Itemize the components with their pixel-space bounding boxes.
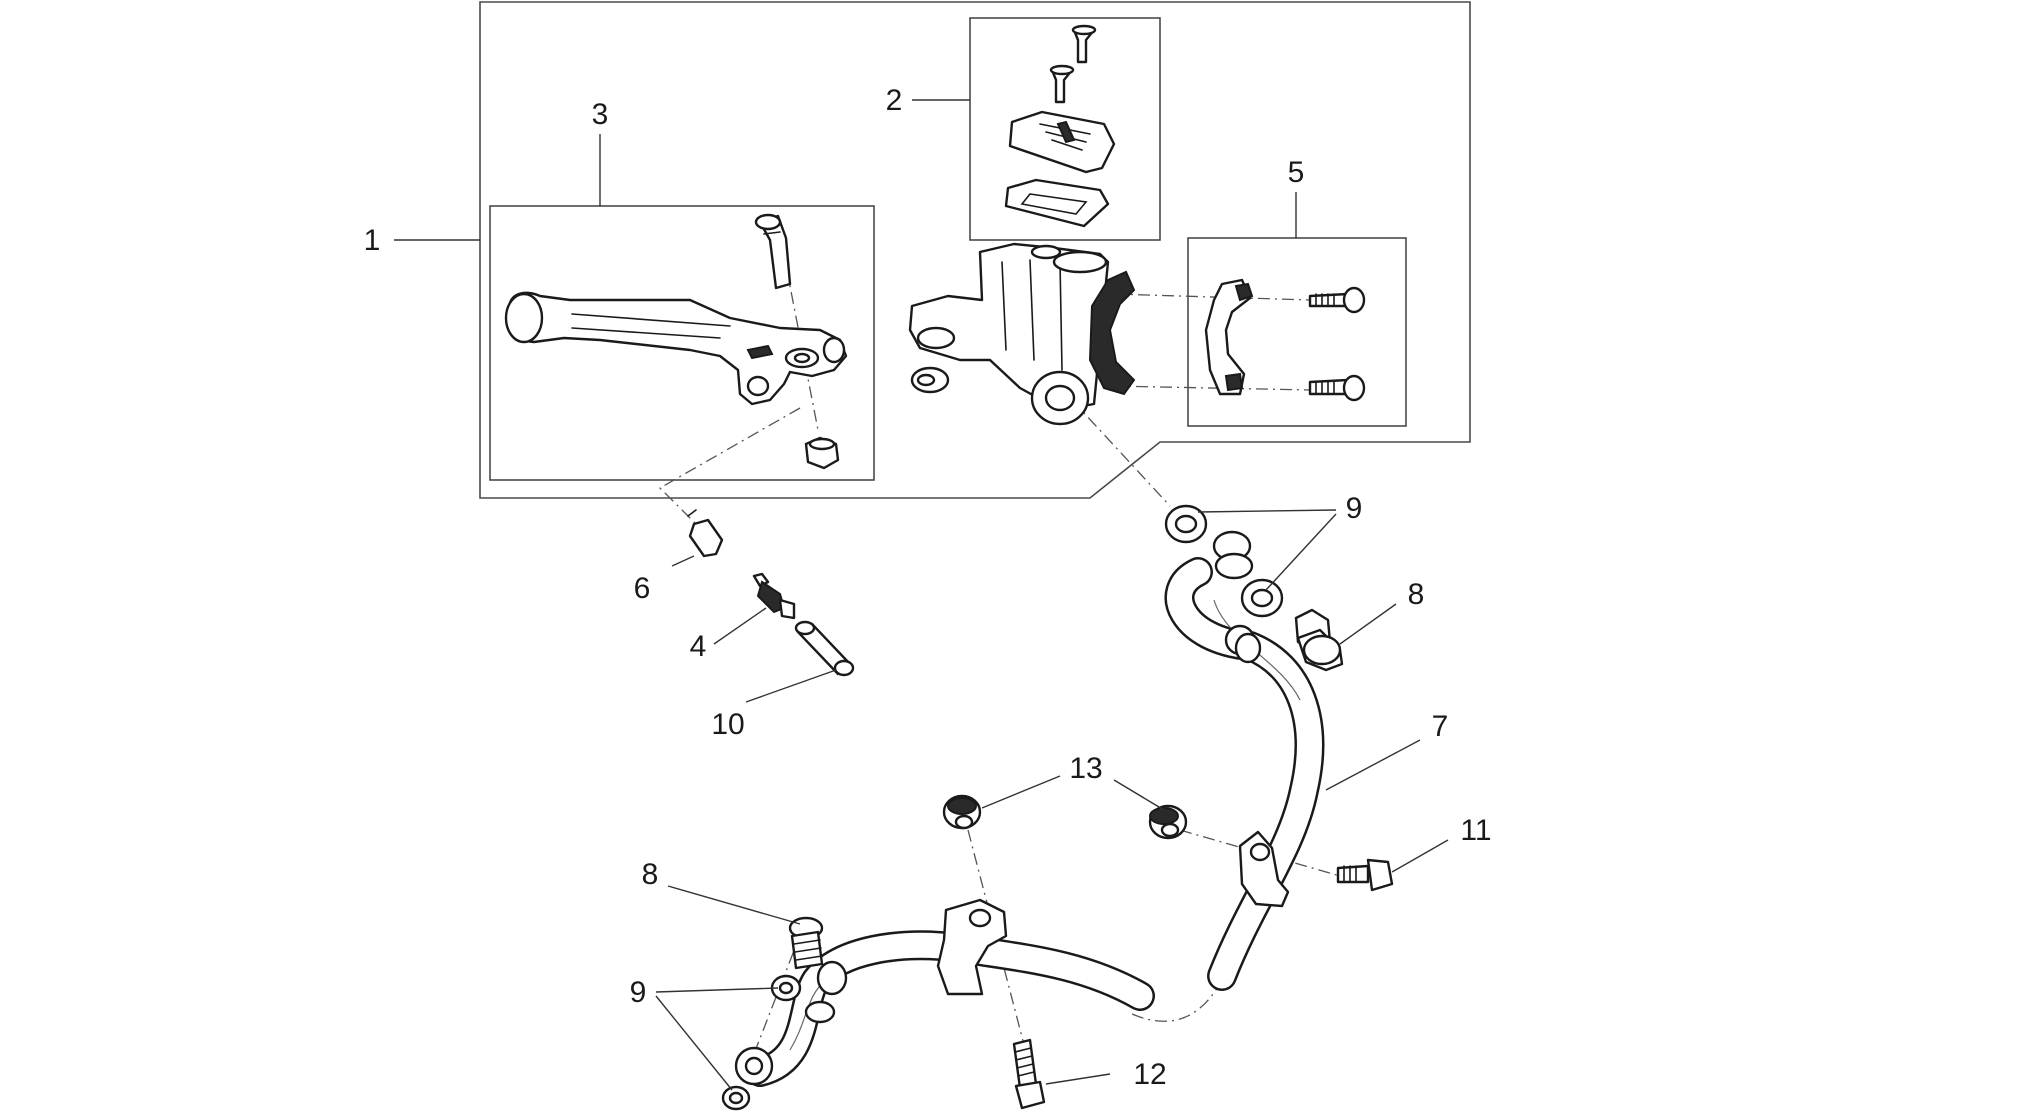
assembly-frame-1 <box>479 1 1471 499</box>
bolt-12 <box>1012 1038 1046 1110</box>
leader-lines <box>394 99 1449 1091</box>
master-cylinder-body <box>908 242 1136 426</box>
grommets <box>942 794 1188 840</box>
callout-9-upper: 9 <box>1346 492 1363 525</box>
callout-11: 11 <box>1460 814 1491 847</box>
callout-12: 12 <box>1133 1058 1166 1091</box>
lower-washers <box>721 974 802 1111</box>
callout-1: 1 <box>364 224 381 257</box>
callout-7: 7 <box>1432 710 1449 743</box>
callout-10: 10 <box>711 708 744 741</box>
callout-9-lower: 9 <box>630 976 647 1009</box>
callout-2: 2 <box>886 84 903 117</box>
bolt-11 <box>1336 858 1394 892</box>
callout-4: 4 <box>690 630 707 663</box>
upper-washers <box>1164 504 1284 618</box>
lower-hose-assembly <box>734 898 1155 1087</box>
callout-13: 13 <box>1069 752 1102 785</box>
reservoir-cover-parts <box>1004 24 1116 228</box>
callout-labels: 1 2 3 5 9 8 6 4 10 7 13 11 8 9 12 <box>364 84 1492 1091</box>
lower-banjo-bolt <box>788 916 824 970</box>
lever-frame-3 <box>489 205 875 481</box>
clutch-lever-parts <box>504 213 848 470</box>
callout-8-upper: 8 <box>1408 578 1425 611</box>
push-rod-parts <box>687 509 855 677</box>
upper-hose-assembly <box>1164 530 1325 991</box>
upper-banjo-bolt <box>1294 608 1344 672</box>
callout-5: 5 <box>1288 156 1305 189</box>
clamp-frame-5 <box>1187 237 1407 427</box>
handlebar-clamp-parts <box>1204 278 1366 402</box>
callout-8-lower: 8 <box>642 858 659 891</box>
callout-6: 6 <box>634 572 651 605</box>
reservoir-cover-frame-2 <box>969 17 1161 241</box>
callout-3: 3 <box>592 98 609 131</box>
